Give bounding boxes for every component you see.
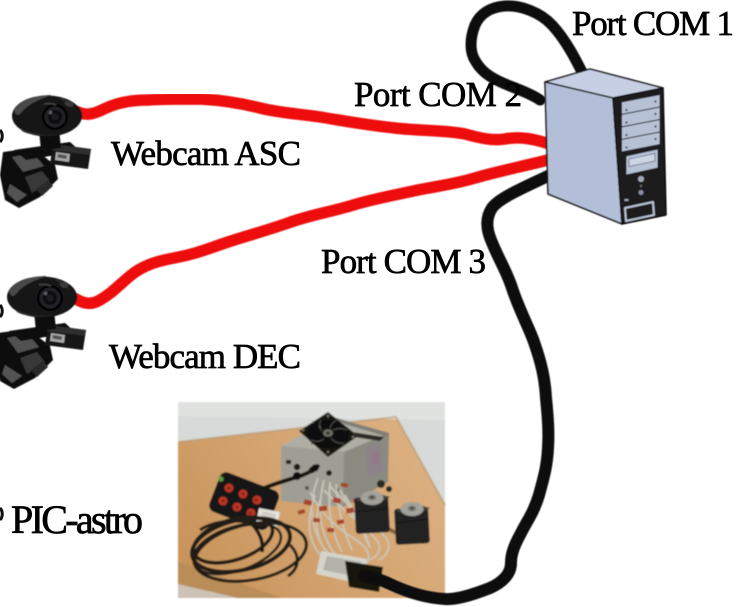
svg-text:Webcam ASC: Webcam ASC [111, 134, 301, 173]
svg-text:Port COM 2: Port COM 2 [354, 75, 522, 114]
svg-text:Webcam DEC: Webcam DEC [109, 337, 301, 376]
svg-text:Port COM 1: Port COM 1 [572, 4, 734, 43]
svg-text:Port COM 3: Port COM 3 [321, 242, 486, 281]
svg-text:PIC-astro: PIC-astro [11, 497, 143, 542]
